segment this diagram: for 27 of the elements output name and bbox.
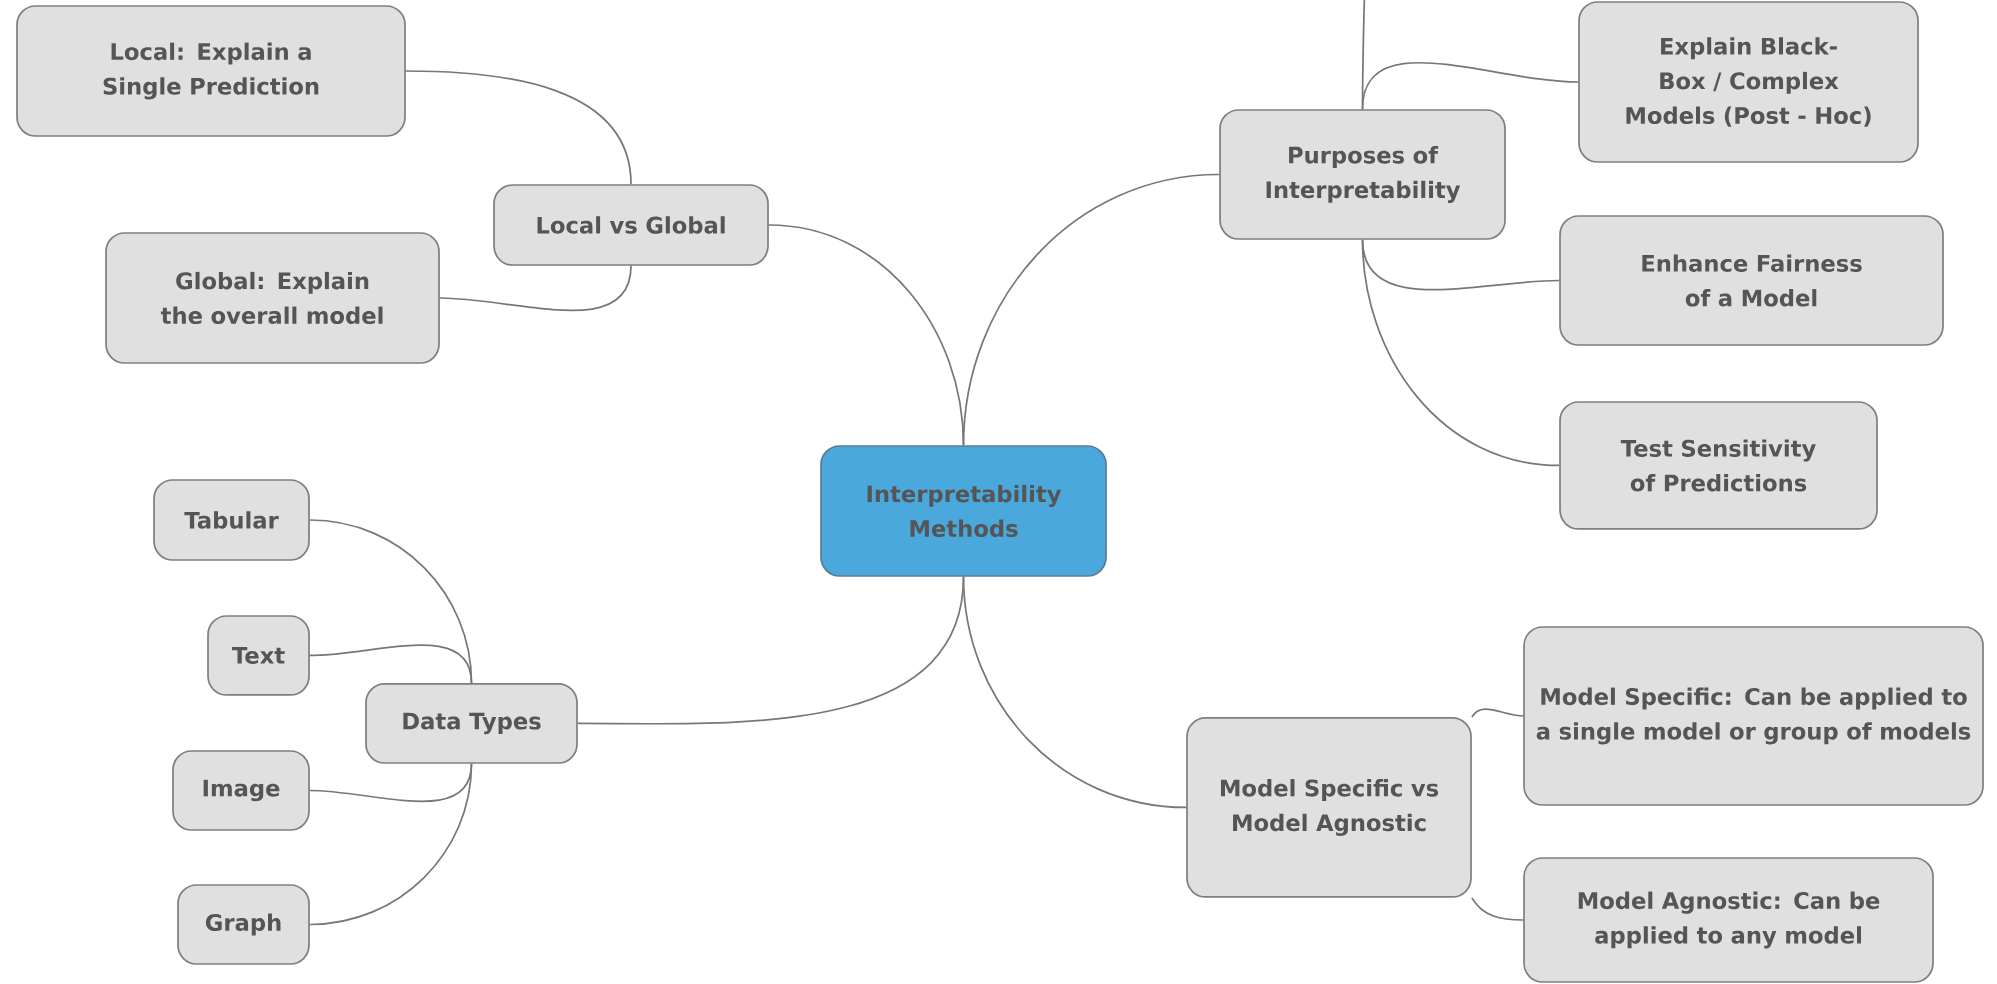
connector xyxy=(962,173,1220,446)
connector xyxy=(1471,708,1524,718)
topic-box: Tabular xyxy=(153,479,310,561)
connector xyxy=(439,265,632,312)
topic-box: Graph xyxy=(177,884,310,965)
connector xyxy=(309,644,473,684)
connector xyxy=(309,763,473,926)
connector xyxy=(1361,239,1560,467)
topic-box: Local: Explain a Single Prediction xyxy=(16,5,406,137)
topic-box: Text xyxy=(207,615,310,696)
connector xyxy=(1471,897,1525,921)
root-topic-box: Interpretability Methods xyxy=(820,445,1107,577)
connector xyxy=(405,70,632,185)
connector xyxy=(1361,239,1560,291)
topic-box: Model Specific: Can be applied to a single model or group of models xyxy=(1523,626,1984,806)
topic-box: Global: Explain the overall model xyxy=(105,232,440,364)
connector xyxy=(1361,61,1580,110)
topic-box: Local vs Global xyxy=(493,184,769,266)
topic-box: Model Agnostic: Can be applied to any model xyxy=(1523,857,1934,983)
topic-box: Explain Black-Box / Complex Models (Post - Hoc) xyxy=(1578,1,1919,163)
topic-box: Model Specific vs Model Agnostic xyxy=(1186,717,1472,898)
topic-box: Purposes of Interpretability xyxy=(1219,109,1506,240)
topic-box: Enhance Fairness of a Model xyxy=(1559,215,1944,346)
topic-box: Image xyxy=(172,750,310,831)
topic-box: Test Sensitivity of Predictions xyxy=(1559,401,1878,530)
connector xyxy=(962,576,1187,809)
topic-box: Data Types xyxy=(365,683,578,764)
